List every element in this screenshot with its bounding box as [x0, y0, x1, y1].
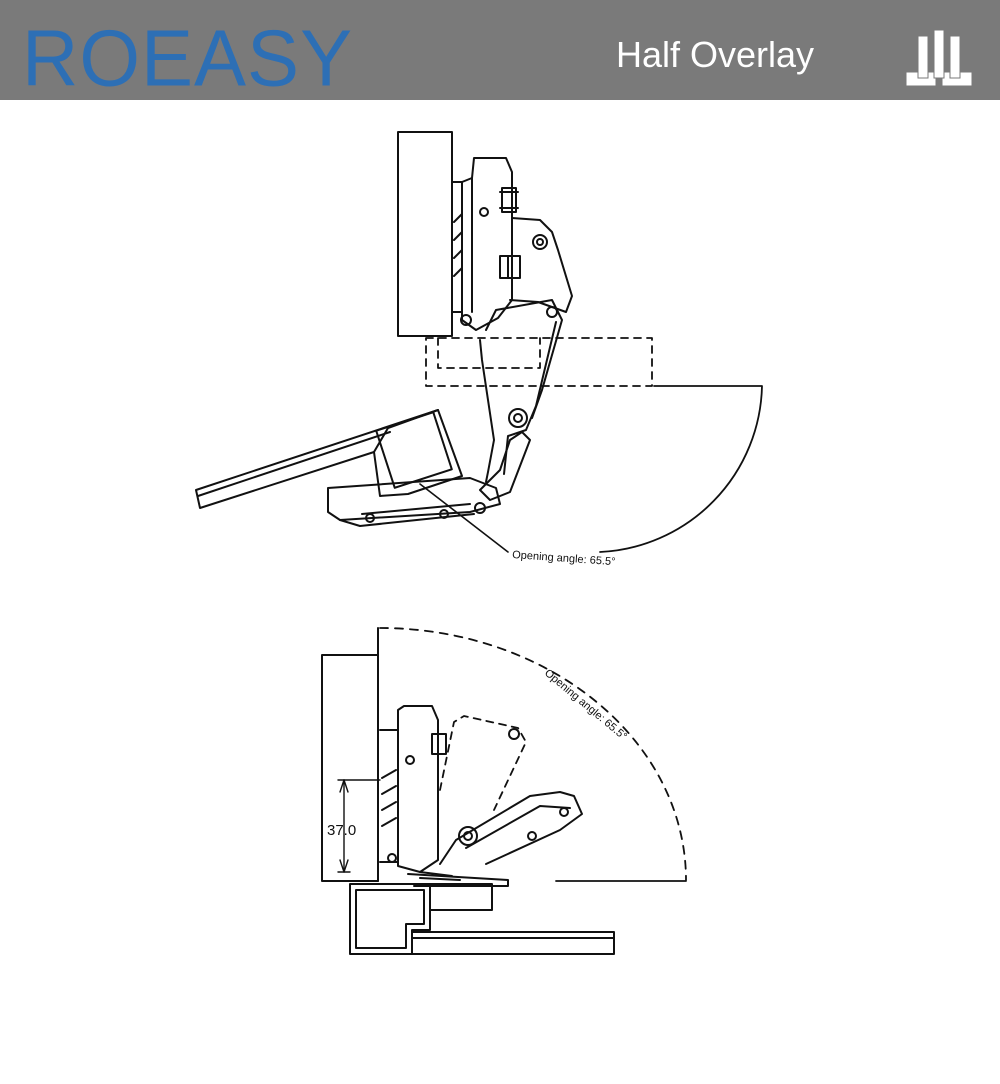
cabinet-side-panel: [397, 131, 453, 337]
header-bar: ROEASY Half Overlay: [0, 0, 1000, 100]
bottom-angle-label: Opening angle: 65.5°: [542, 667, 629, 743]
top-hinge-drawing: [195, 131, 763, 553]
bottom-hinge-drawing: [321, 627, 687, 955]
brand-logo: ROEASY: [22, 13, 354, 103]
page-title: Half Overlay: [616, 34, 815, 75]
hinge-overlay-icon: [905, 29, 973, 87]
dimension-label: 37.0: [327, 822, 356, 839]
cabinet-side-panel-bottom: [321, 654, 379, 882]
